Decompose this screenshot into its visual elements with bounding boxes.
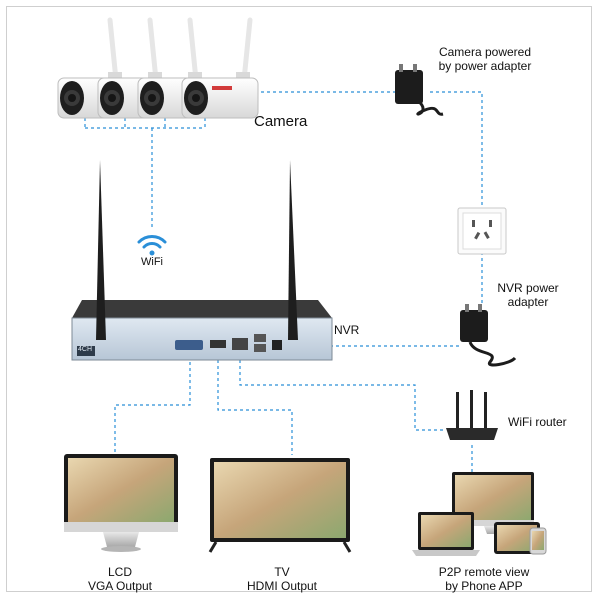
- tv-label-line1: TV: [274, 565, 290, 579]
- wifi-icon: [137, 235, 167, 256]
- p2p-label: P2P remote view by Phone APP: [414, 565, 554, 594]
- wifi-router-label: WiFi router: [508, 415, 567, 429]
- camera-power-label: Camera powered by power adapter: [420, 45, 550, 74]
- lcd-label-line2: VGA Output: [87, 578, 153, 593]
- vga-line: [114, 362, 191, 455]
- camera-group: [57, 17, 259, 119]
- lcd-label: LCD VGA Output: [60, 565, 180, 594]
- laptop-icon: [412, 512, 480, 556]
- power-adapter-icon: [395, 64, 444, 116]
- nvr-power-label: NVR power adapter: [480, 281, 576, 310]
- nvr-label: NVR: [334, 323, 360, 337]
- wifi-label: WiFi: [141, 256, 163, 268]
- nvr-power-label-line1: NVR power: [497, 281, 559, 295]
- camera-power-label-line1: Camera powered: [438, 45, 532, 59]
- lan-line: [239, 360, 445, 431]
- antenna-icon: [96, 160, 298, 340]
- p2p-label-line2: by Phone APP: [445, 578, 523, 593]
- camera-label: Camera: [254, 113, 308, 130]
- tv-icon: [208, 458, 352, 553]
- hdmi-line: [217, 360, 293, 455]
- camera-bus-line: [84, 112, 206, 129]
- lcd-label-line1: LCD: [107, 565, 132, 579]
- tv-label: TV HDMI Output: [222, 565, 342, 594]
- connection-lines: [84, 91, 483, 478]
- power-adapter-icon: [460, 304, 517, 367]
- monitor-icon: [64, 454, 178, 552]
- tv-label-line2: HDMI Output: [246, 578, 318, 593]
- router-icon: [446, 390, 498, 440]
- nvr-badge: 4CH: [78, 346, 93, 353]
- nvr-power-label-line2: adapter: [507, 294, 549, 309]
- p2p-label-line1: P2P remote view: [438, 565, 530, 579]
- camera-icon: [181, 17, 259, 119]
- diagram-frame: [6, 6, 592, 592]
- phone-icon: [529, 527, 547, 555]
- camera-power-line: [255, 91, 483, 210]
- camera-power-label-line2: by power adapter: [438, 58, 532, 73]
- wall-socket-icon: [457, 207, 507, 255]
- nvr-icon: [71, 300, 333, 361]
